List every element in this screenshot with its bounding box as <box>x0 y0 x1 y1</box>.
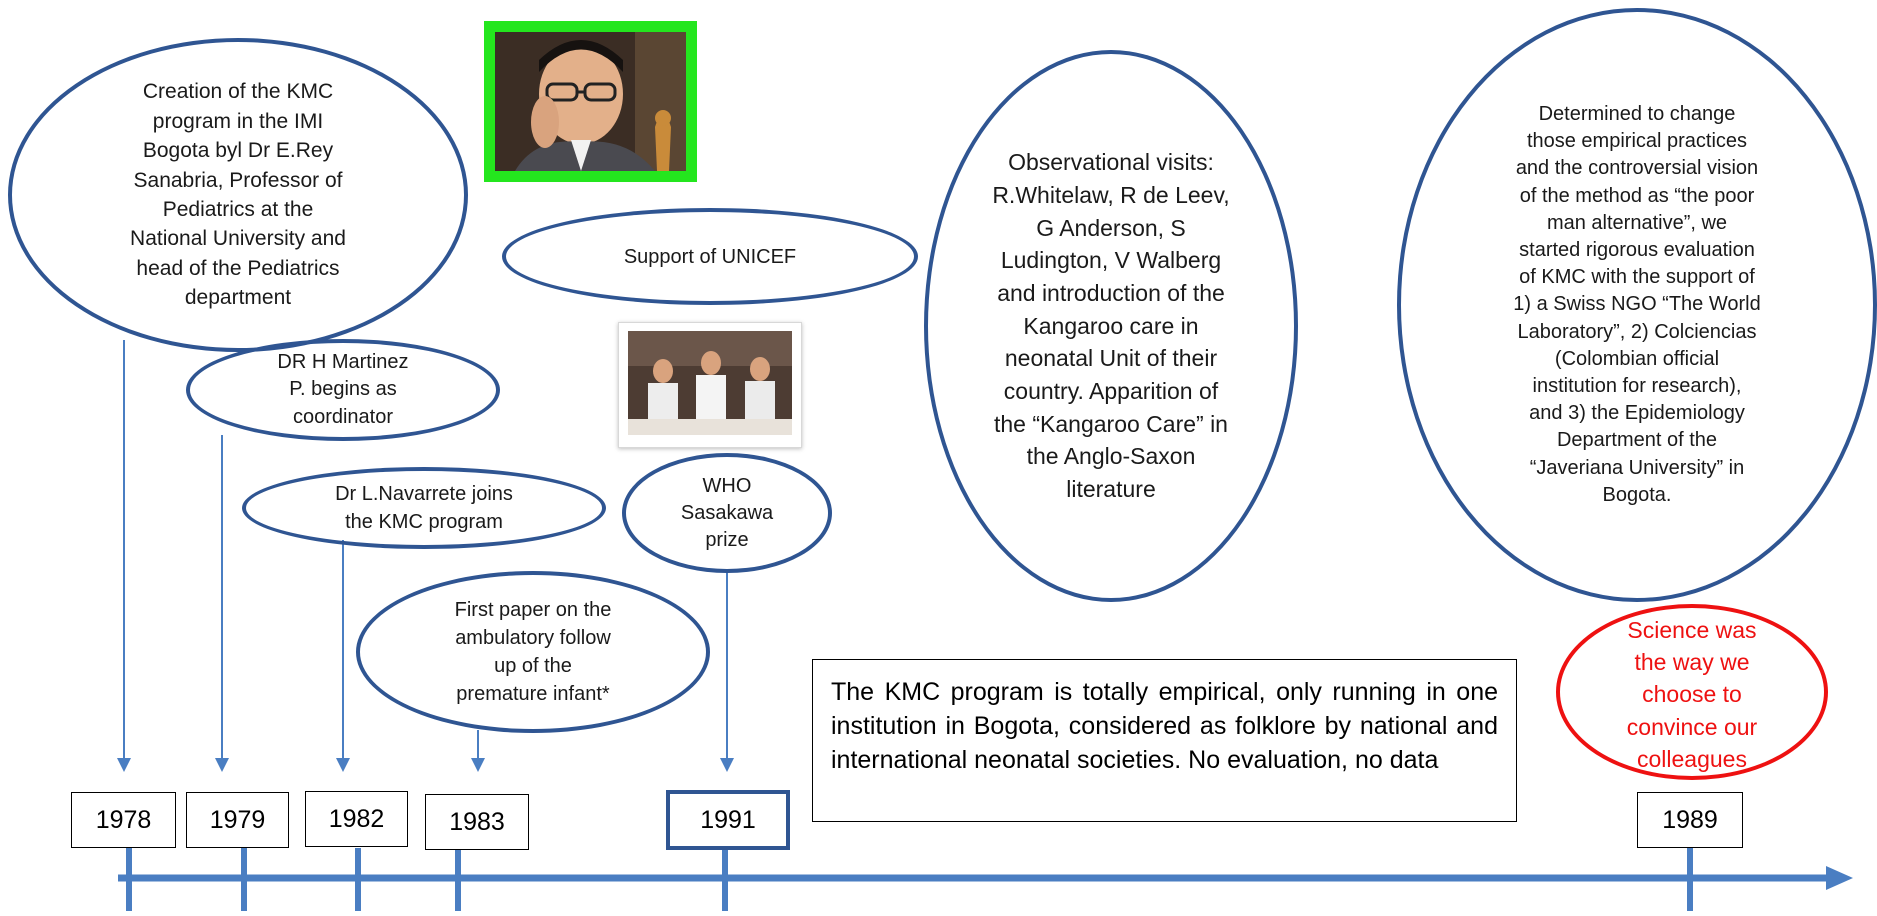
award-illustration <box>628 331 792 435</box>
year-1983-label: 1983 <box>449 807 505 836</box>
year-1978: 1978 <box>71 792 176 848</box>
event-creation-kmc: Creation of the KMC program in the IMI B… <box>8 38 468 352</box>
event-observational-text: Observational visits: R.Whitelaw, R de L… <box>992 149 1230 502</box>
portrait-photo <box>484 21 697 182</box>
year-1979-label: 1979 <box>209 805 266 834</box>
event-navarrete-text: Dr L.Navarrete joins the KMC program <box>335 483 513 533</box>
year-1991: 1991 <box>666 790 790 850</box>
event-first-paper-text: First paper on the ambulatory follow up … <box>454 599 612 705</box>
event-martinez: DR H Martinez P. begins as coordinator <box>186 339 500 441</box>
award-photo <box>618 322 802 448</box>
year-1989-label: 1989 <box>1662 805 1718 834</box>
arrowhead-first-paper <box>471 758 485 772</box>
event-first-paper: First paper on the ambulatory follow up … <box>356 571 710 733</box>
event-who-prize-text: WHO Sasakawa prize <box>680 474 774 551</box>
event-who-prize: WHO Sasakawa prize <box>622 453 832 573</box>
event-science: Science was the way we choose to convinc… <box>1556 604 1828 780</box>
event-unicef-text: Support of UNICEF <box>623 245 797 268</box>
year-1982-label: 1982 <box>328 804 385 833</box>
event-creation-text: Creation of the KMC program in the IMI B… <box>130 80 346 310</box>
event-martinez-text: DR H Martinez P. begins as coordinator <box>277 350 409 428</box>
arrowhead-who <box>720 758 734 772</box>
year-1979: 1979 <box>186 792 289 848</box>
empirical-note: The KMC program is totally empirical, on… <box>812 659 1517 822</box>
event-unicef: Support of UNICEF <box>502 208 918 305</box>
portrait-illustration <box>495 32 686 171</box>
arrowhead-creation <box>117 758 131 772</box>
year-1983: 1983 <box>425 794 529 850</box>
event-science-text: Science was the way we choose to convinc… <box>1626 617 1758 772</box>
event-navarrete: Dr L.Navarrete joins the KMC program <box>242 467 606 549</box>
year-1982: 1982 <box>305 791 408 847</box>
event-determined-text: Determined to change those empirical pra… <box>1513 103 1761 506</box>
timeline-arrowhead <box>1826 866 1853 890</box>
empirical-note-text: The KMC program is totally empirical, on… <box>831 678 1498 774</box>
year-1991-label: 1991 <box>700 805 756 834</box>
event-observational-visits: Observational visits: R.Whitelaw, R de L… <box>924 50 1298 602</box>
arrowhead-martinez <box>215 758 229 772</box>
year-1978-label: 1978 <box>95 805 152 834</box>
event-determined: Determined to change those empirical pra… <box>1397 8 1877 602</box>
arrowhead-navarrete <box>336 758 350 772</box>
year-1989: 1989 <box>1637 792 1743 848</box>
